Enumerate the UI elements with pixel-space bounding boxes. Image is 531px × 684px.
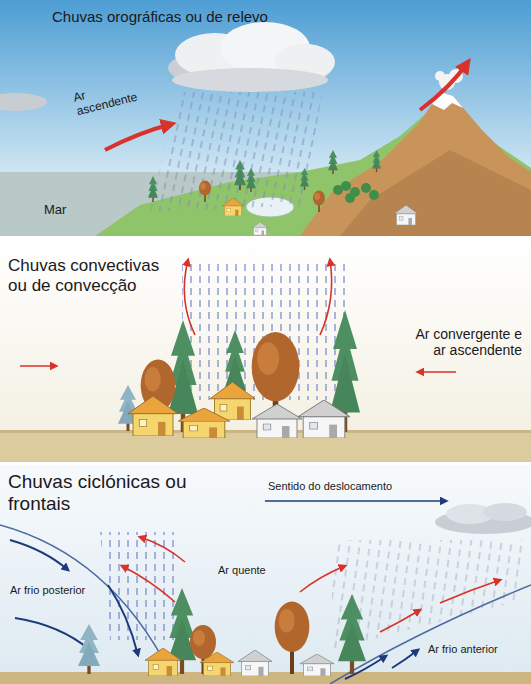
air-label: Ar convergente e ar ascendente — [410, 326, 522, 358]
air-label: Sentido do deslocamento — [268, 480, 458, 493]
rain-cloud — [168, 22, 335, 92]
convective-scene — [0, 238, 531, 462]
air-label: Ar frio posterior — [10, 584, 110, 597]
orographic-scene — [0, 0, 531, 236]
air-label: Ar frio anterior — [428, 643, 528, 656]
air-label: Mar — [44, 203, 104, 218]
panel-heading: Chuvas convectivas ou de convecção — [8, 256, 178, 295]
rain-cloud — [435, 503, 531, 534]
air-label: Ar quente — [218, 564, 298, 577]
frontal-scene — [0, 465, 531, 684]
panel-heading: Chuvas orográficas ou de relevo — [52, 8, 382, 25]
panel-heading: Chuvas ciclónicas ou frontais — [8, 471, 193, 515]
